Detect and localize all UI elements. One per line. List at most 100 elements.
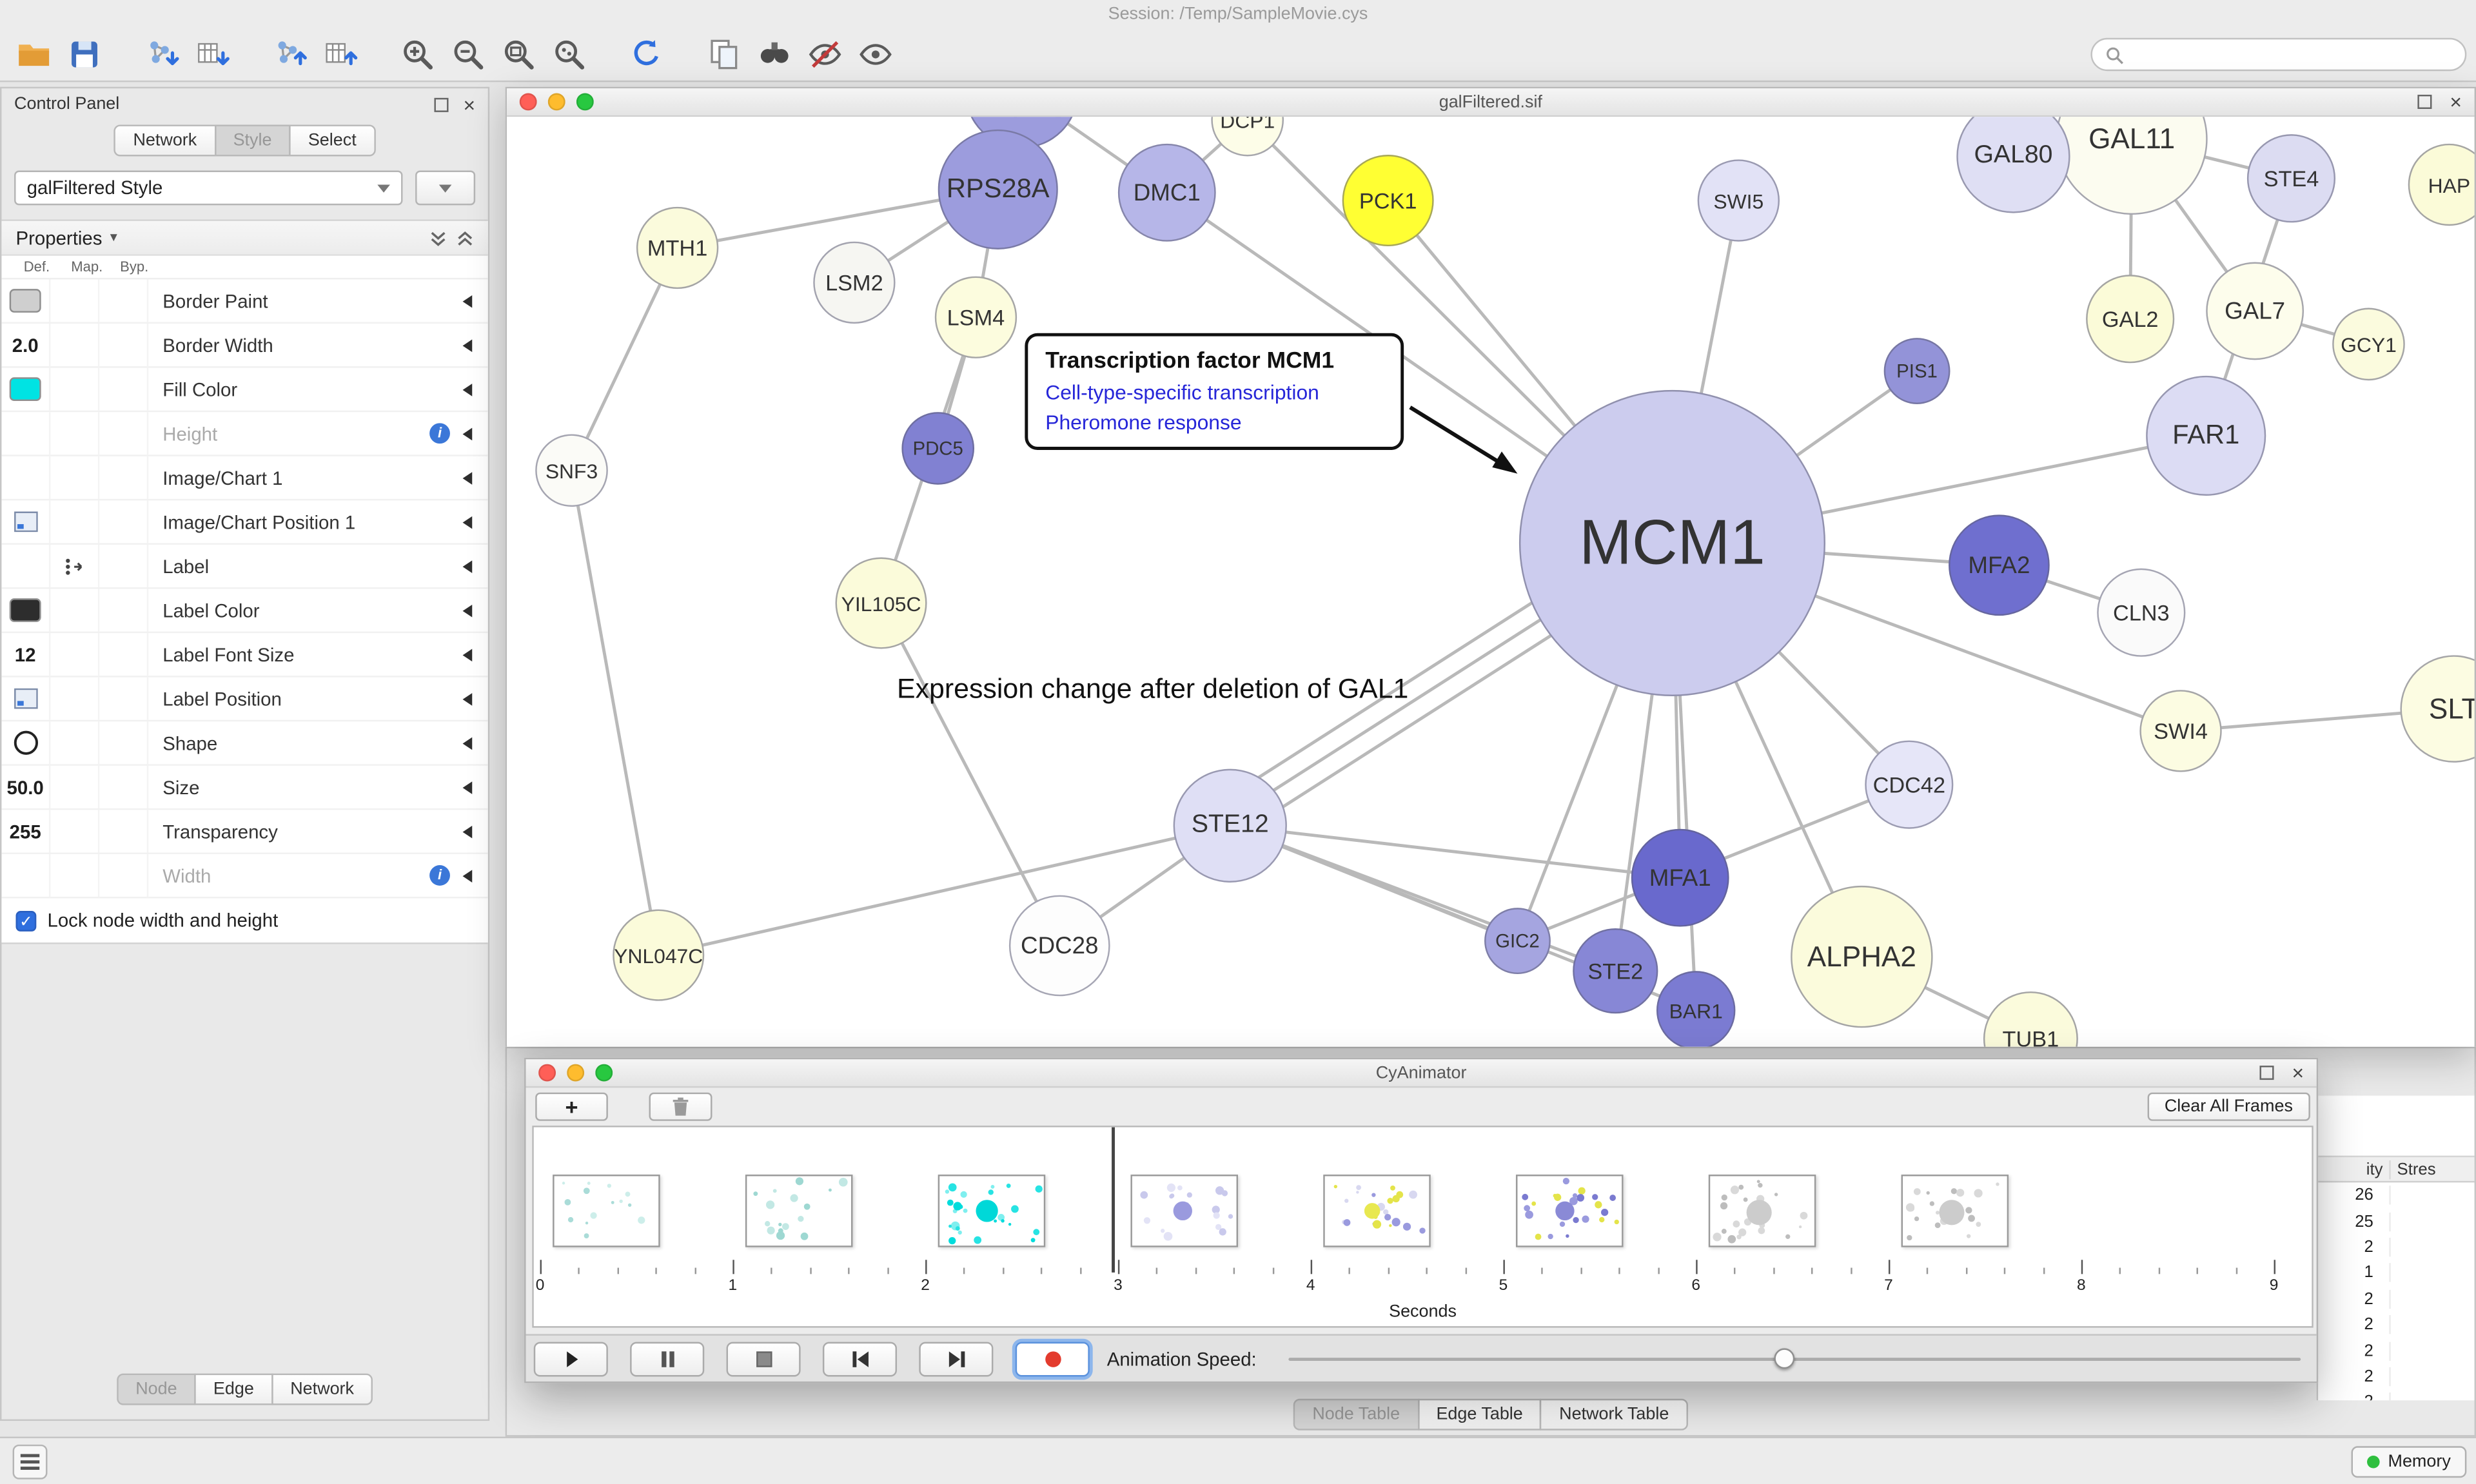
animation-speed-slider[interactable] <box>1288 1336 2301 1383</box>
network-node-ste2[interactable]: STE2 <box>1573 928 1658 1014</box>
export-table-button[interactable] <box>319 33 362 75</box>
toggle-panels-button[interactable] <box>12 1444 48 1479</box>
timeline-frame-7[interactable] <box>1901 1175 2009 1247</box>
tab-style[interactable]: Style <box>214 124 291 157</box>
session-titlebar[interactable]: Session: /Temp/SampleMovie.cys <box>0 0 2476 29</box>
network-node-mth1[interactable]: MTH1 <box>636 206 719 289</box>
network-node-cln3[interactable]: CLN3 <box>2097 568 2186 657</box>
network-window-titlebar[interactable]: galFiltered.sif × <box>507 88 2475 117</box>
network-node-rps28a[interactable]: RPS28A <box>938 129 1058 249</box>
style-target-tab-network[interactable]: Network <box>271 1373 373 1405</box>
property-row[interactable]: Image/Chart Position 1 <box>1 500 488 545</box>
color-swatch[interactable] <box>9 598 41 622</box>
annotation-box[interactable]: Transcription factor MCM1 Cell-type-spec… <box>1025 333 1404 450</box>
timeline-frame-0[interactable] <box>553 1175 660 1247</box>
property-row[interactable]: Shape <box>1 721 488 766</box>
minimize-light[interactable] <box>547 93 565 111</box>
tab-network[interactable]: Network <box>114 124 216 157</box>
zoom-light[interactable] <box>576 93 594 111</box>
playhead[interactable] <box>1112 1127 1115 1273</box>
property-row[interactable]: Label Position <box>1 677 488 722</box>
close-icon[interactable]: × <box>463 92 476 117</box>
timeline-frame-4[interactable] <box>1323 1175 1431 1247</box>
import-table-button[interactable] <box>191 33 233 75</box>
control-panel-header[interactable]: Control Panel × <box>1 88 487 120</box>
search-field[interactable] <box>2090 37 2467 72</box>
info-icon[interactable]: i <box>429 865 450 886</box>
property-row[interactable]: Fill Color <box>1 367 488 413</box>
network-node-gal80[interactable]: GAL80 <box>1956 117 2070 213</box>
delete-frame-button[interactable] <box>649 1092 712 1121</box>
table-tab-node-table[interactable]: Node Table <box>1293 1398 1419 1430</box>
minimize-light[interactable] <box>567 1064 585 1082</box>
close-icon[interactable]: × <box>2450 90 2462 114</box>
clear-all-frames-button[interactable]: Clear All Frames <box>2147 1092 2310 1121</box>
network-node-alpha2[interactable]: ALPHA2 <box>1791 885 1933 1028</box>
stats-column-header[interactable]: Stres <box>2397 1159 2436 1179</box>
close-light[interactable] <box>538 1064 556 1082</box>
export-network-button[interactable] <box>268 33 311 75</box>
network-node-cdc42[interactable]: CDC42 <box>1865 740 1954 829</box>
refresh-button[interactable] <box>625 33 668 75</box>
network-node-gal2[interactable]: GAL2 <box>2086 275 2175 364</box>
network-node-swi5[interactable]: SWI5 <box>1697 159 1780 242</box>
expand-arrow-icon[interactable] <box>462 781 473 794</box>
expand-arrow-icon[interactable] <box>462 692 473 705</box>
property-row[interactable]: 2.0 Border Width <box>1 324 488 368</box>
network-node-pck1[interactable]: PCK1 <box>1342 155 1434 247</box>
slider-thumb[interactable] <box>1774 1348 1795 1369</box>
network-node-lsm2[interactable]: LSM2 <box>813 241 896 324</box>
property-row[interactable]: Label <box>1 544 488 589</box>
lock-size-checkbox[interactable]: ✓ <box>15 910 37 931</box>
style-options-button[interactable] <box>415 170 476 206</box>
property-row[interactable]: Image/Chart 1 <box>1 456 488 501</box>
zoom-selected-button[interactable] <box>548 33 591 75</box>
network-node-ynl047c[interactable]: YNL047C <box>613 909 705 1001</box>
timeline-frame-3[interactable] <box>1130 1175 1239 1247</box>
network-node-lsm4[interactable]: LSM4 <box>934 276 1017 358</box>
network-node-hap[interactable]: HAP <box>2408 143 2475 226</box>
network-edge[interactable] <box>879 602 1061 947</box>
color-swatch[interactable] <box>9 377 41 402</box>
expand-arrow-icon[interactable] <box>462 427 473 440</box>
memory-button[interactable]: Memory <box>2352 1446 2467 1478</box>
timeline-frame-1[interactable] <box>745 1175 853 1247</box>
network-node-ste4[interactable]: STE4 <box>2246 134 2336 223</box>
zoom-light[interactable] <box>595 1064 613 1082</box>
import-network-button[interactable] <box>141 33 183 75</box>
network-node-gic2[interactable]: GIC2 <box>1484 908 1551 975</box>
zoom-in-button[interactable] <box>397 33 439 75</box>
network-node-pdc5[interactable]: PDC5 <box>901 412 975 485</box>
collapse-all-icon[interactable] <box>457 228 474 247</box>
property-row[interactable]: Label Color <box>1 589 488 634</box>
default-value[interactable]: 2.0 <box>12 333 39 356</box>
property-row[interactable]: 12 Label Font Size <box>1 633 488 678</box>
network-node-pis1[interactable]: PIS1 <box>1883 338 1950 404</box>
expand-arrow-icon[interactable] <box>462 338 473 351</box>
network-node-far1[interactable]: FAR1 <box>2146 375 2266 496</box>
pause-button[interactable] <box>630 1342 705 1377</box>
network-node-ste12[interactable]: STE12 <box>1173 768 1287 883</box>
stop-button[interactable] <box>726 1342 801 1377</box>
annotation-link[interactable]: Pheromone response <box>1045 410 1242 434</box>
network-node-cdc28[interactable]: CDC28 <box>1008 895 1110 997</box>
expand-all-icon[interactable] <box>429 228 447 247</box>
property-row[interactable]: Width i <box>1 854 488 899</box>
save-button[interactable] <box>63 33 106 75</box>
properties-header[interactable]: Properties ▾ <box>1 220 488 256</box>
expand-arrow-icon[interactable] <box>462 560 473 572</box>
hide-selected-button[interactable] <box>804 33 847 75</box>
color-swatch[interactable] <box>9 289 41 313</box>
property-row[interactable]: Border Paint <box>1 279 488 324</box>
timeline-frame-2[interactable] <box>938 1175 1046 1247</box>
float-window-icon[interactable] <box>2418 94 2433 109</box>
timeline-frame-6[interactable] <box>1708 1175 1816 1247</box>
network-node-mfa1[interactable]: MFA1 <box>1631 828 1729 927</box>
network-caption[interactable]: Expression change after deletion of GAL1 <box>897 672 1409 705</box>
expand-arrow-icon[interactable] <box>462 736 473 750</box>
info-icon[interactable]: i <box>429 423 450 444</box>
property-row[interactable]: Height i <box>1 412 488 456</box>
tab-select[interactable]: Select <box>289 124 376 157</box>
